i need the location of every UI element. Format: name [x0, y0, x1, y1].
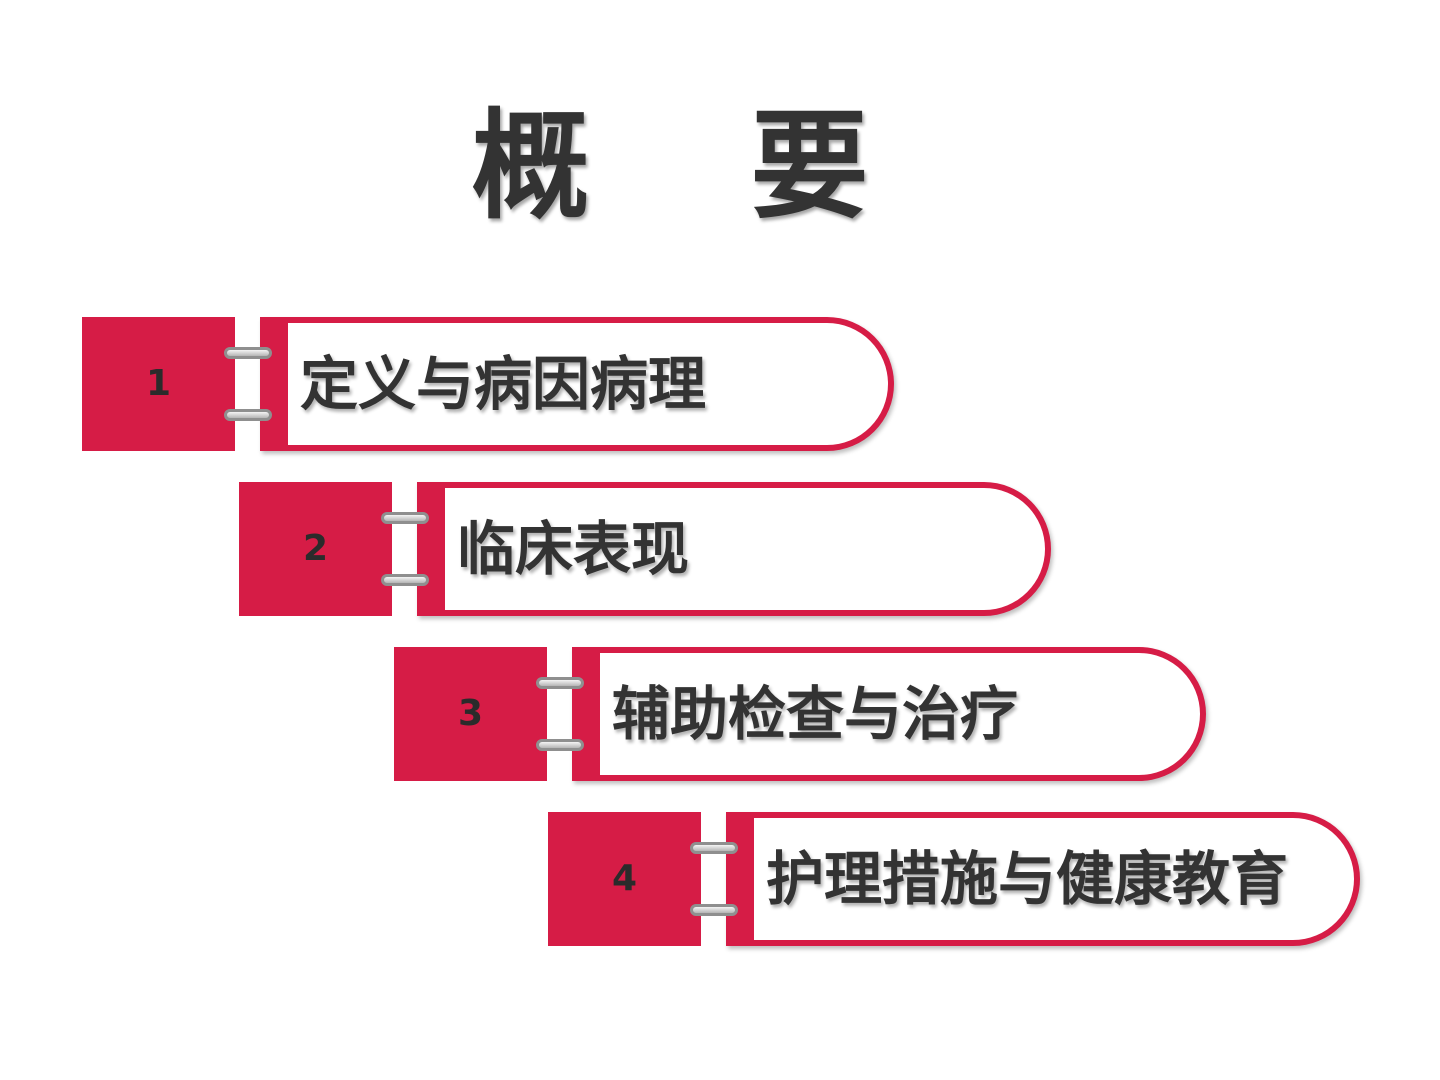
item-card: [726, 812, 1360, 946]
outline-item-4[interactable]: 4 护理措施与健康教育: [548, 812, 1368, 946]
item-number: 2: [302, 528, 329, 569]
item-label: 定义与病因病理: [300, 350, 707, 418]
binder-ring-icon: [690, 904, 738, 916]
item-label: 临床表现: [457, 515, 690, 583]
item-number: 4: [611, 858, 638, 899]
binder-ring-icon: [381, 512, 429, 524]
item-label: 辅助检查与治疗: [612, 680, 1019, 748]
item-number: 1: [145, 363, 172, 404]
item-card: [260, 317, 894, 451]
outline-item-1[interactable]: 1 定义与病因病理: [82, 317, 902, 451]
binder-ring-icon: [536, 739, 584, 751]
binder-ring-icon: [536, 677, 584, 689]
binder-ring-icon: [381, 574, 429, 586]
number-box: [239, 482, 392, 616]
binder-ring-icon: [690, 842, 738, 854]
item-card: [417, 482, 1051, 616]
number-box: [394, 647, 547, 781]
item-card: [572, 647, 1206, 781]
outline-item-2[interactable]: 2 临床表现: [239, 482, 1059, 616]
binder-ring-icon: [224, 347, 272, 359]
item-label: 护理措施与健康教育: [766, 845, 1289, 913]
item-number: 3: [457, 693, 484, 734]
binder-ring-icon: [224, 409, 272, 421]
page-title: 概 要: [471, 97, 929, 235]
number-box: [82, 317, 235, 451]
number-box: [548, 812, 701, 946]
outline-item-3[interactable]: 3 辅助检查与治疗: [394, 647, 1214, 781]
